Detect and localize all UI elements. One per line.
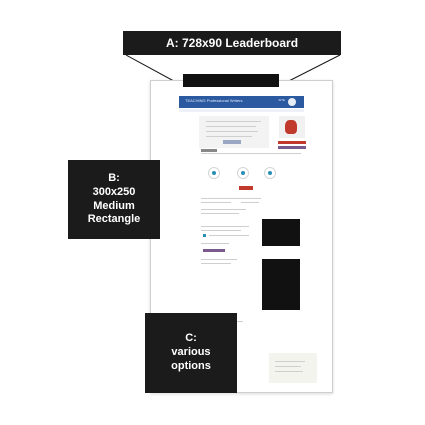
label-c-line3: options — [171, 359, 211, 372]
text-line — [275, 371, 303, 372]
text-line — [206, 126, 256, 127]
text-line — [201, 263, 231, 264]
text-line — [275, 361, 305, 362]
text-line — [201, 243, 229, 244]
text-line — [201, 226, 249, 227]
text-line — [201, 209, 246, 210]
label-c-various-options: C: various options — [145, 313, 237, 393]
stat-dot — [241, 171, 245, 175]
text-line — [201, 198, 241, 199]
label-a-leaderboard: A: 728x90 Leaderboard — [123, 31, 341, 55]
mock-webpage: TEACHING Professional Writers SITE — [150, 80, 333, 393]
stat-dot — [268, 171, 272, 175]
form-button[interactable] — [203, 249, 225, 252]
medium-rectangle-ad-slot — [262, 219, 300, 246]
sidebar-bar — [278, 141, 306, 144]
site-logo-label: SITE — [278, 98, 285, 102]
site-header: TEACHING Professional Writers SITE — [179, 96, 304, 108]
tab-pill[interactable] — [201, 149, 217, 152]
text-line — [241, 202, 259, 203]
text-line — [206, 121, 261, 122]
label-c-line1: C: — [185, 332, 197, 345]
label-c-line2: various — [171, 346, 211, 359]
option-checkbox[interactable] — [203, 234, 206, 237]
label-b-medium-rectangle: B: 300x250 Medium Rectangle — [68, 160, 160, 239]
text-line — [206, 136, 252, 137]
cta-button[interactable] — [239, 186, 253, 190]
stat-dot — [212, 171, 216, 175]
text-line — [209, 235, 249, 236]
label-a-text: A: 728x90 Leaderboard — [165, 35, 299, 50]
text-line — [206, 131, 258, 132]
site-header-title: TEACHING Professional Writers — [185, 98, 243, 103]
footer-box — [269, 353, 317, 383]
leaderboard-ad-slot — [183, 74, 279, 87]
text-line — [275, 366, 301, 367]
site-nav-bar — [179, 109, 304, 112]
hero-button[interactable] — [223, 140, 241, 144]
label-b-line3: Medium — [93, 199, 135, 212]
stat-circle — [237, 167, 249, 179]
text-line — [201, 202, 231, 203]
text-line — [201, 213, 239, 214]
site-logo-icon — [288, 98, 296, 106]
text-line — [201, 230, 241, 231]
text-line — [201, 259, 237, 260]
options-ad-slot — [262, 259, 300, 310]
section-divider — [201, 153, 301, 154]
label-b-line1: B: — [108, 172, 120, 184]
label-b-line2: 300x250 — [92, 185, 136, 198]
stat-circle — [264, 167, 276, 179]
sidebar-bar — [278, 146, 306, 149]
figure-icon — [285, 120, 297, 134]
text-line — [241, 198, 261, 199]
label-b-line4: Rectangle — [87, 213, 141, 226]
stat-circle — [208, 167, 220, 179]
